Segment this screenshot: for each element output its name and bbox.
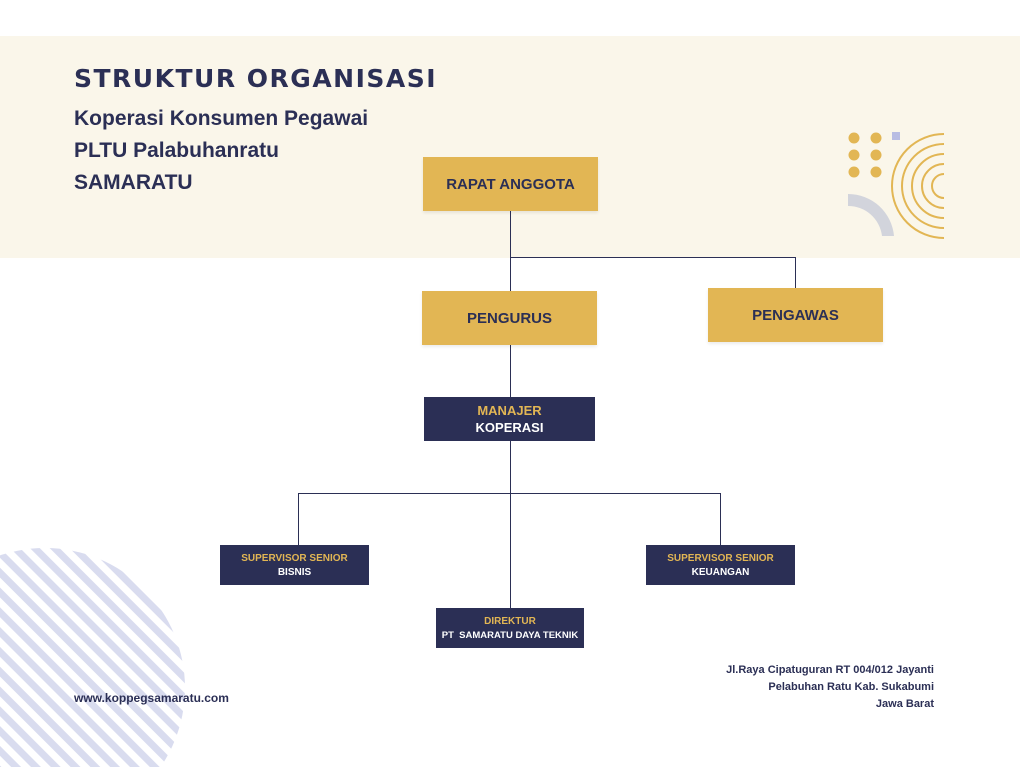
subtitle-line-2: PLTU Palabuhanratu <box>74 139 279 162</box>
address-line-1: Jl.Raya Cipatuguran RT 004/012 Jayanti <box>726 664 934 676</box>
node-supervisor-keuangan: SUPERVISOR SENIOR KEUANGAN <box>646 545 795 585</box>
node-label: RAPAT ANGGOTA <box>446 175 575 193</box>
subtitle-line-1: Koperasi Konsumen Pegawai <box>74 107 369 130</box>
node-pengurus: PENGURUS <box>422 291 597 345</box>
subtitle-line-3: SAMARATU <box>74 171 193 194</box>
connector-line <box>298 493 721 494</box>
node-pengawas: PENGAWAS <box>708 288 883 342</box>
node-role: SUPERVISOR SENIOR <box>667 552 774 564</box>
connector-line <box>510 257 796 258</box>
connector-line <box>795 257 796 289</box>
decorative-graphic <box>848 132 945 239</box>
node-supervisor-bisnis: SUPERVISOR SENIOR BISNIS <box>220 545 369 585</box>
connector-line <box>720 493 721 546</box>
square-icon <box>892 132 900 140</box>
connector-line <box>298 493 299 546</box>
node-role: MANAJER <box>477 403 542 418</box>
address-line-3: Jawa Barat <box>875 698 934 710</box>
connector-line <box>510 211 511 258</box>
address-block: Jl.Raya Cipatuguran RT 004/012 Jayanti P… <box>726 662 934 713</box>
node-name: KEUANGAN <box>691 566 750 578</box>
striped-circle-decoration <box>0 548 185 767</box>
node-name: PT SAMARATU DAYA TEKNIK <box>441 629 579 641</box>
connector-line <box>510 441 511 609</box>
node-manajer: MANAJER KOPERASI <box>424 397 595 441</box>
node-label: PENGAWAS <box>752 306 839 324</box>
node-rapat-anggota: RAPAT ANGGOTA <box>423 157 598 211</box>
connector-line <box>510 345 511 398</box>
dot-grid-icon <box>848 132 882 178</box>
node-name: KOPERASI <box>475 420 544 435</box>
concentric-arcs-icon <box>891 133 945 239</box>
connector-line <box>510 257 511 292</box>
page-title: STRUKTUR ORGANISASI <box>74 64 438 93</box>
node-role: DIREKTUR <box>484 615 536 627</box>
website-link[interactable]: www.koppegsamaratu.com <box>74 691 229 705</box>
node-role: SUPERVISOR SENIOR <box>241 552 348 564</box>
node-label: PENGURUS <box>466 309 552 327</box>
node-direktur: DIREKTUR PT SAMARATU DAYA TEKNIK <box>436 608 584 648</box>
quarter-arc-shape <box>848 193 894 236</box>
node-name: BISNIS <box>277 566 312 578</box>
address-line-2: Pelabuhan Ratu Kab. Sukabumi <box>768 681 934 693</box>
